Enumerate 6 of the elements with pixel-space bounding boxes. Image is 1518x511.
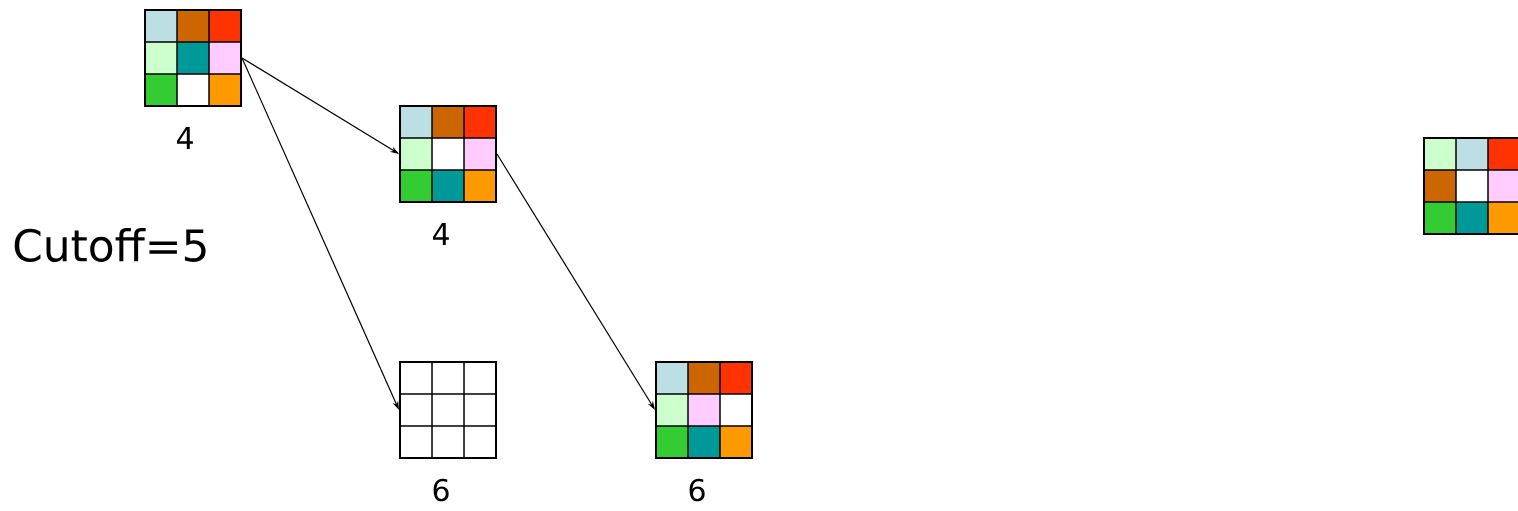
cost-label: 4 [176,127,193,149]
cost-label: 4 [432,223,449,245]
cost-label: 6 [433,478,449,502]
cost-label: 6 [689,478,705,502]
puzzle-grid [1423,137,1518,235]
cutoff-label: Cutoff=5 [14,228,206,262]
